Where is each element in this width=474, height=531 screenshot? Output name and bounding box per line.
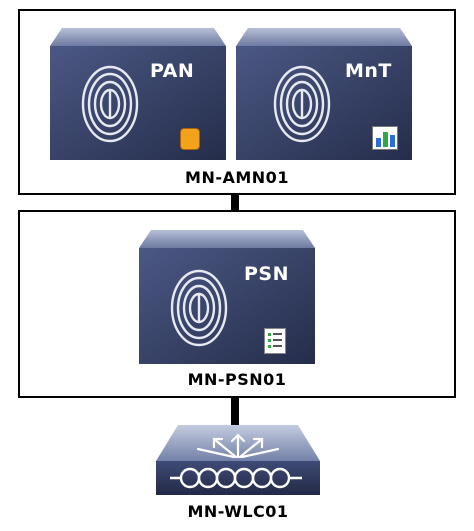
link-psn-wlc xyxy=(231,398,239,426)
pan-role-label: PAN xyxy=(150,60,195,82)
appliance-top xyxy=(139,230,315,248)
pan-appliance[interactable] xyxy=(48,24,228,164)
wireless-controller[interactable] xyxy=(150,423,326,499)
checklist-icon xyxy=(264,328,286,354)
fingerprint-icon xyxy=(170,269,228,347)
psn-hostname: MN-PSN01 xyxy=(187,370,287,389)
bar-chart-icon xyxy=(372,126,398,150)
fingerprint-icon xyxy=(273,65,331,143)
wireless-controller-icon xyxy=(196,433,280,459)
appliance-top xyxy=(50,28,226,46)
amn-hostname: MN-AMN01 xyxy=(185,168,289,187)
mnt-role-label: MnT xyxy=(345,60,392,82)
wlc-hostname: MN-WLC01 xyxy=(187,502,289,521)
wlc-wave-icon xyxy=(170,467,302,489)
admin-badge-icon xyxy=(180,128,200,150)
psn-role-label: PSN xyxy=(244,263,290,285)
psn-appliance[interactable] xyxy=(137,226,317,368)
fingerprint-icon xyxy=(81,65,139,143)
appliance-top xyxy=(236,28,412,46)
link-amn-psn xyxy=(231,195,239,211)
